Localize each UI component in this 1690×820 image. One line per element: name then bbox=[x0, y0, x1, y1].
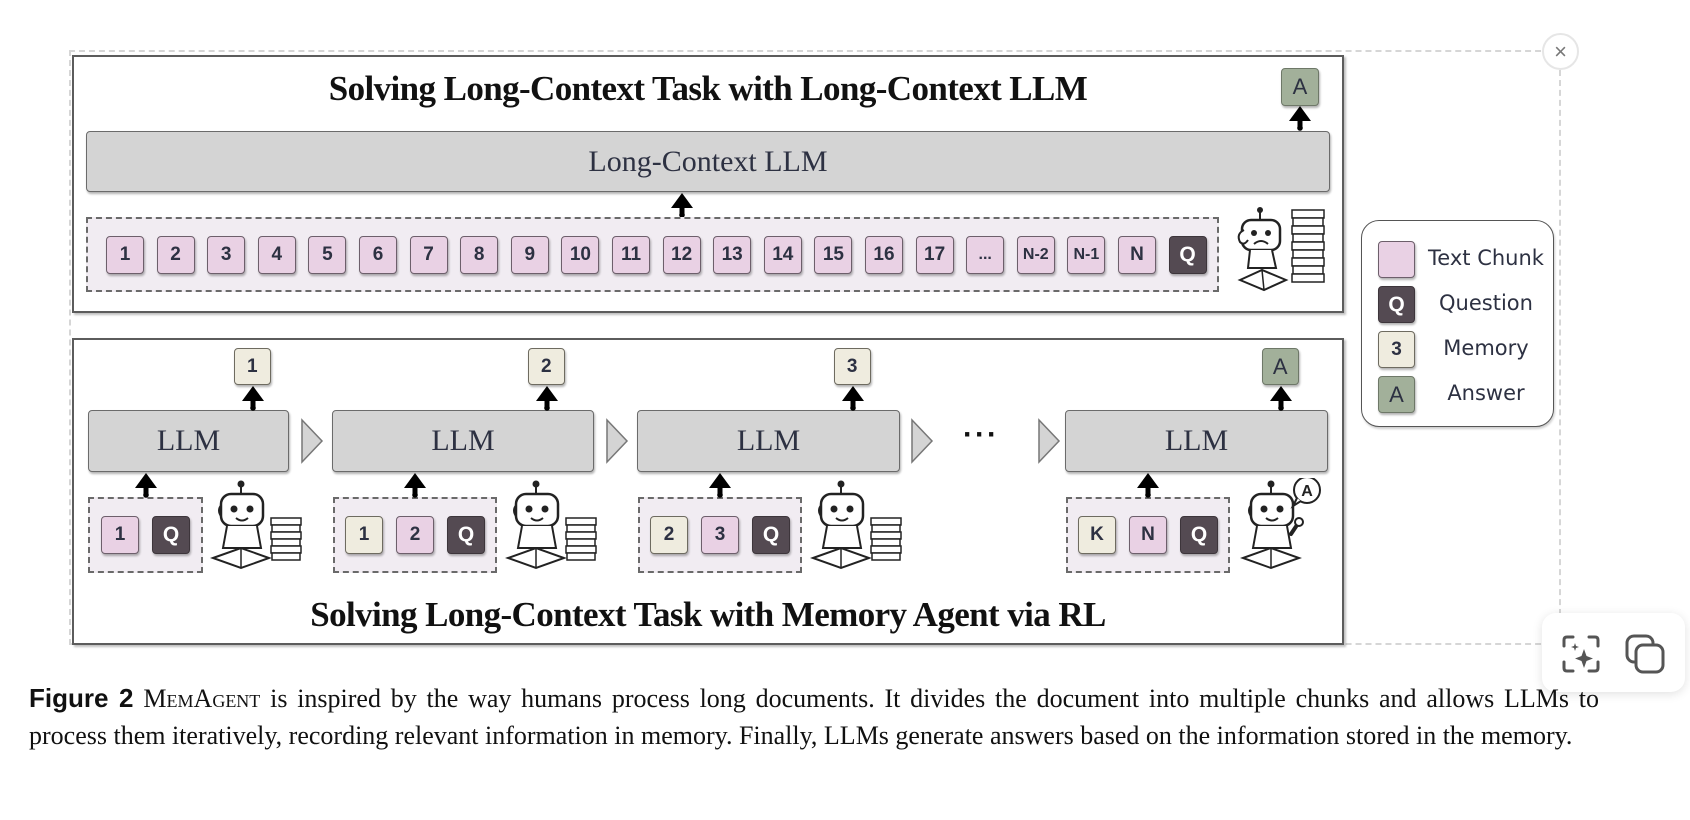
llm-box: LLM bbox=[637, 410, 900, 472]
legend: Text Chunk Q Question 3 Memory A Answer bbox=[1361, 220, 1554, 427]
text-chunk: N-2 bbox=[1016, 236, 1055, 274]
memory-chip: 3 bbox=[833, 348, 871, 385]
memory-chunk: K bbox=[1078, 516, 1116, 554]
flow-chevron-icon bbox=[910, 418, 934, 464]
flow-chevron-icon bbox=[605, 418, 629, 464]
arrow-up-icon bbox=[671, 193, 693, 218]
arrow-up-icon bbox=[1269, 385, 1293, 411]
text-chunk: 14 bbox=[763, 236, 802, 274]
text-chunk: 3 bbox=[207, 236, 246, 274]
flow-chevron-icon bbox=[300, 418, 324, 464]
legend-swatch-question: Q bbox=[1378, 286, 1415, 323]
legend-label: Text Chunk bbox=[1428, 246, 1544, 270]
arrow-up-icon bbox=[403, 472, 427, 498]
reading-robot-icon bbox=[500, 478, 600, 578]
image-actions-toolbar bbox=[1542, 613, 1685, 692]
question-chunk: Q bbox=[152, 516, 190, 554]
long-context-llm-box: Long-Context LLM bbox=[86, 131, 1330, 192]
confused-robot-icon bbox=[1237, 207, 1325, 292]
memory-chunk: 2 bbox=[650, 516, 688, 554]
legend-label: Memory bbox=[1443, 336, 1529, 360]
text-chunk: 6 bbox=[359, 236, 397, 274]
memory-chip: 1 bbox=[233, 348, 271, 385]
legend-item-question: Q Question bbox=[1378, 286, 1548, 326]
text-chunk: 5 bbox=[308, 236, 347, 274]
svg-text:A: A bbox=[1301, 483, 1313, 500]
caption-text: is inspired by the way humans process lo… bbox=[29, 684, 1599, 750]
panel-title-memory-agent: Solving Long-Context Task with Memory Ag… bbox=[310, 595, 1106, 634]
figure-caption: Figure 2 MemAgent is inspired by the way … bbox=[29, 680, 1599, 754]
text-chunk: N bbox=[1118, 236, 1156, 274]
question-chunk: Q bbox=[447, 516, 485, 554]
arrow-up-icon bbox=[708, 472, 732, 498]
arrow-up-icon bbox=[241, 385, 265, 411]
text-chunk: 15 bbox=[814, 236, 853, 274]
flow-chevron-icon bbox=[1037, 418, 1061, 464]
legend-swatch-text-chunk bbox=[1378, 241, 1415, 278]
text-chunk: 2 bbox=[396, 516, 434, 554]
copy-icon bbox=[1625, 634, 1665, 674]
text-chunk: N-1 bbox=[1067, 236, 1106, 274]
memory-chip: 2 bbox=[527, 348, 565, 385]
arrow-up-icon bbox=[535, 385, 559, 411]
legend-swatch-answer: A bbox=[1378, 376, 1415, 413]
text-chunk: 12 bbox=[662, 236, 701, 274]
reading-robot-icon bbox=[805, 478, 905, 578]
memory-chunk: 1 bbox=[345, 516, 383, 554]
question-chunk: Q bbox=[1180, 516, 1218, 554]
text-chunk: 1 bbox=[101, 516, 139, 554]
legend-item-answer: A Answer bbox=[1378, 376, 1548, 416]
legend-swatch-memory: 3 bbox=[1378, 331, 1415, 368]
text-chunk: N bbox=[1129, 516, 1167, 554]
text-chunk: 11 bbox=[612, 236, 650, 274]
arrow-up-icon bbox=[134, 472, 158, 498]
question-chunk: Q bbox=[752, 516, 790, 554]
question-chunk: Q bbox=[1168, 236, 1207, 274]
text-chunk: 4 bbox=[257, 236, 296, 274]
legend-item-text-chunk: Text Chunk bbox=[1378, 241, 1548, 281]
reading-robot-icon bbox=[205, 478, 305, 578]
answer-chip: A bbox=[1261, 348, 1299, 385]
figure-label: Figure 2 bbox=[29, 683, 134, 713]
text-chunk: 1 bbox=[106, 236, 144, 274]
llm-box: LLM bbox=[332, 410, 594, 472]
legend-label: Answer bbox=[1447, 381, 1525, 405]
text-chunk: 9 bbox=[510, 236, 549, 274]
sparkle-scan-icon bbox=[1562, 635, 1600, 673]
text-chunk: 7 bbox=[409, 236, 448, 274]
close-icon: × bbox=[1554, 38, 1567, 64]
copy-button[interactable] bbox=[1624, 633, 1666, 675]
text-chunk: 8 bbox=[460, 236, 499, 274]
legend-item-memory: 3 Memory bbox=[1378, 331, 1548, 371]
legend-label: Question bbox=[1439, 291, 1533, 315]
llm-box: LLM bbox=[1065, 410, 1328, 472]
memory-agent-panel: Solving Long-Context Task with Memory Ag… bbox=[72, 338, 1344, 645]
text-chunk: 16 bbox=[865, 236, 903, 274]
arrow-up-icon bbox=[841, 385, 865, 411]
close-button[interactable]: × bbox=[1542, 33, 1579, 70]
text-chunk: 2 bbox=[156, 236, 195, 274]
panel-title-long-context: Solving Long-Context Task with Long-Cont… bbox=[328, 69, 1088, 108]
answer-chip: A bbox=[1281, 68, 1319, 106]
text-chunk: 10 bbox=[561, 236, 600, 274]
answering-robot-icon: A bbox=[1235, 476, 1335, 578]
text-chunk: ... bbox=[966, 236, 1005, 274]
text-chunk: 17 bbox=[915, 236, 954, 274]
steps-ellipsis: ··· bbox=[963, 418, 999, 451]
llm-label: Long-Context LLM bbox=[588, 144, 828, 178]
arrow-up-icon bbox=[1289, 106, 1311, 131]
method-name: MemAgent bbox=[143, 684, 261, 713]
text-chunk: 13 bbox=[713, 236, 752, 274]
arrow-up-icon bbox=[1136, 472, 1160, 498]
llm-box: LLM bbox=[88, 410, 289, 472]
text-chunk: 3 bbox=[701, 516, 739, 554]
ai-scan-button[interactable] bbox=[1560, 633, 1602, 675]
